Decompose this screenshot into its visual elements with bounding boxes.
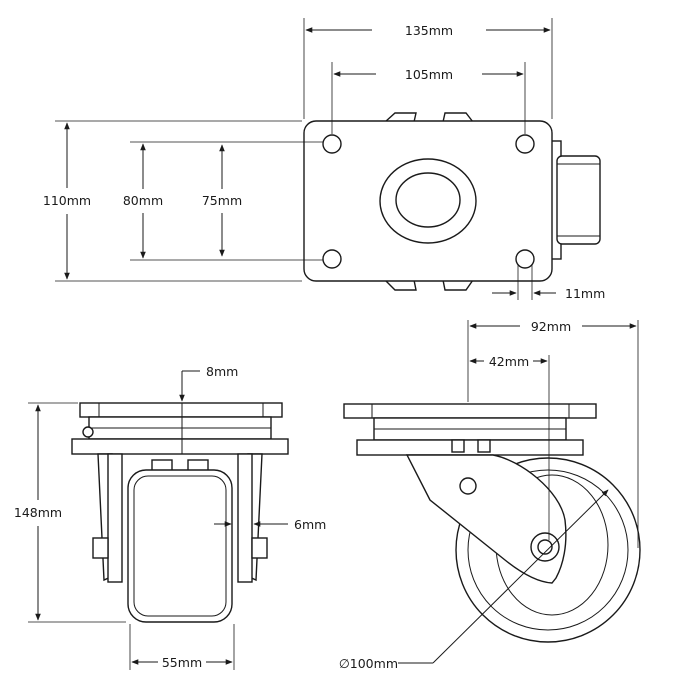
dim-side-width: 92mm [531, 319, 571, 334]
dim-top-height-holes-b: 75mm [202, 193, 242, 208]
mount-hole [515, 134, 535, 154]
dim-top-height-outer: 110mm [43, 193, 91, 208]
mount-hole [515, 249, 535, 269]
dim-top-height-holes-a: 80mm [123, 193, 163, 208]
dim-side-swivel-offset: 42mm [489, 354, 529, 369]
dim-front-wheel-gap: 6mm [294, 517, 326, 532]
dim-front-height: 148mm [14, 505, 62, 520]
mount-hole [322, 249, 342, 269]
dim-front-plate-offset: 8mm [206, 364, 238, 379]
side-view: 92mm 42mm ∅100mm [339, 319, 641, 671]
swivel-fork [405, 454, 567, 584]
mount-hole [322, 134, 342, 154]
dim-top-offset: 11mm [565, 286, 605, 301]
dim-top-width-outer: 135mm [405, 23, 453, 38]
dim-front-wheel-width: 55mm [162, 655, 202, 670]
front-view: 8mm 148mm 6mm 55mm [14, 364, 326, 670]
wheel-front [127, 469, 233, 623]
dim-top-width-holes: 105mm [405, 67, 453, 82]
dim-wheel-diameter: ∅100mm [339, 656, 398, 671]
top-view: 135mm 105mm 110mm 80mm 75mm 11mm [43, 18, 605, 301]
